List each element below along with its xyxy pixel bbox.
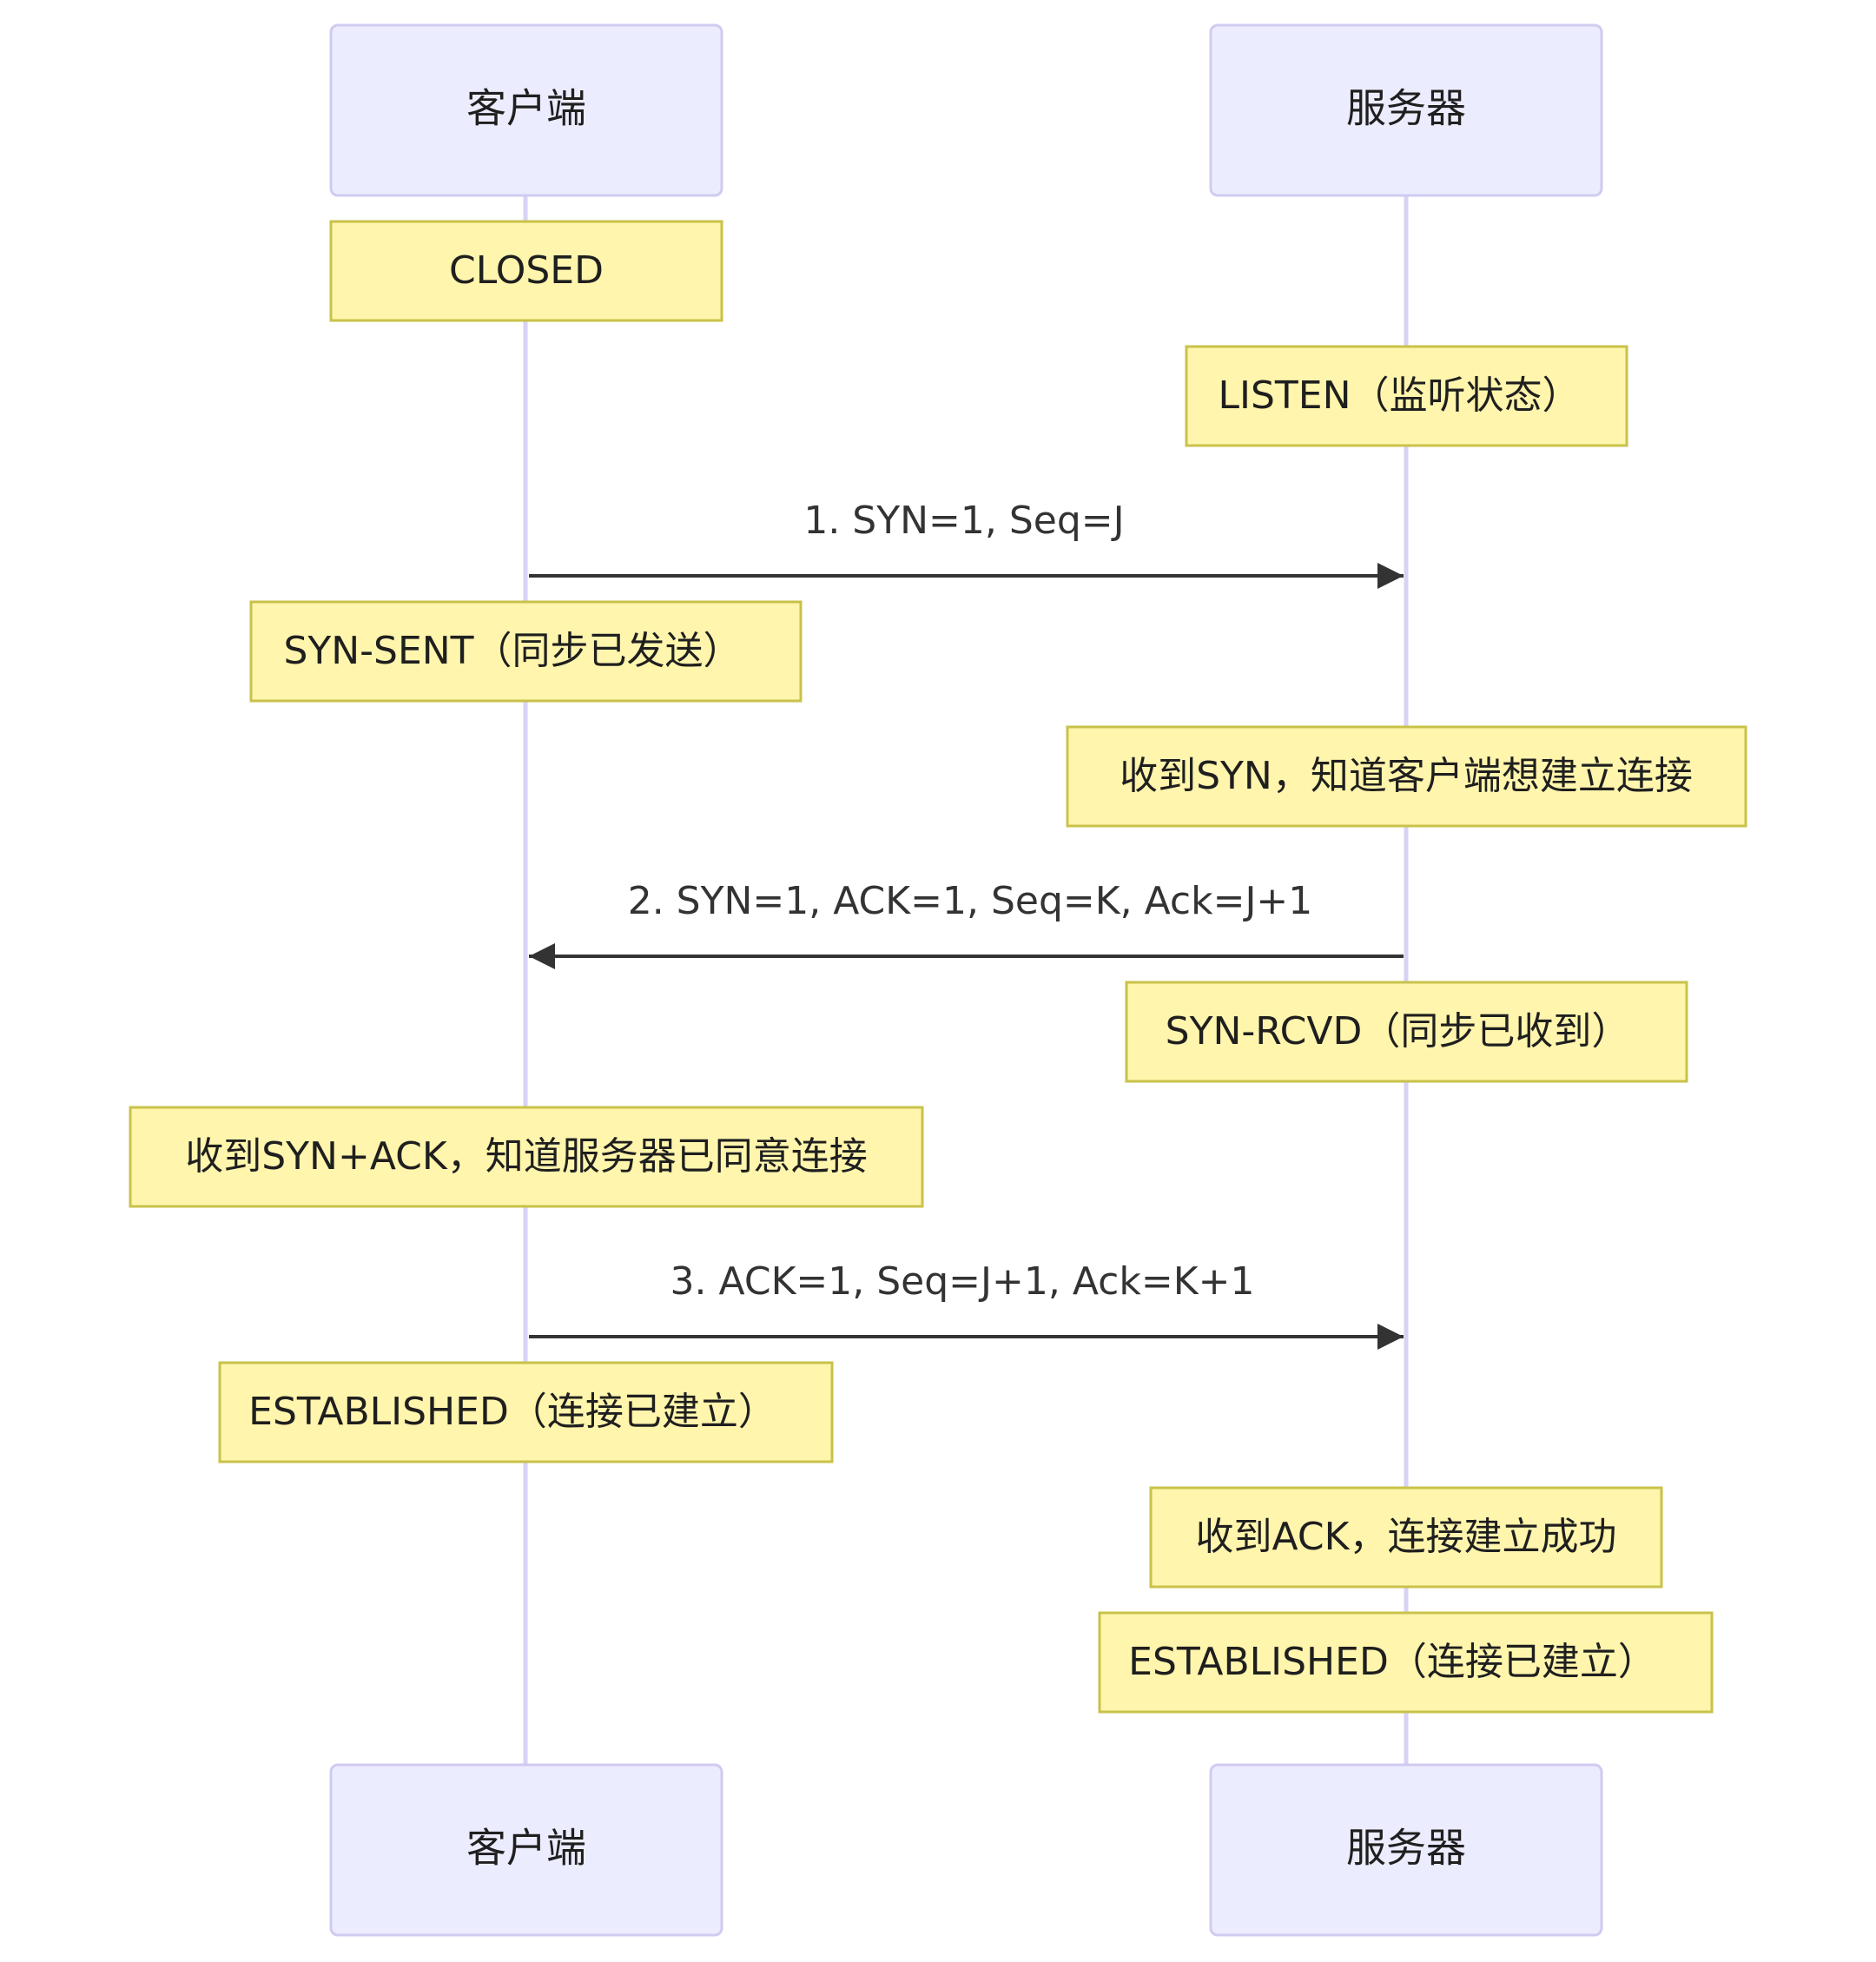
note-client-closed-text: CLOSED	[449, 248, 604, 293]
message-2-label: 2. SYN=1, ACK=1, Seq=K, Ack=J+1	[628, 879, 1313, 923]
client-actor-bottom-label: 客户端	[466, 1825, 586, 1872]
note-client-recv-synack: 收到SYN+ACK，知道服务器已同意连接	[129, 1106, 924, 1208]
message-3: 3. ACK=1, Seq=J+1, Ack=K+1	[529, 1259, 1404, 1350]
note-client-syn-sent-text: SYN-SENT（同步已发送）	[283, 629, 741, 673]
note-server-established-text: ESTABLISHED（连接已建立）	[1128, 1640, 1656, 1684]
note-server-established: ESTABLISHED（连接已建立）	[1098, 1611, 1714, 1714]
note-server-recv-syn: 收到SYN，知道客户端想建立连接	[1066, 725, 1747, 828]
server-actor-bottom-label: 服务器	[1346, 1825, 1466, 1872]
server-actor-top-label: 服务器	[1346, 85, 1466, 132]
note-server-recv-ack: 收到ACK，连接建立成功	[1149, 1486, 1663, 1589]
message-1: 1. SYN=1, Seq=J	[529, 499, 1404, 589]
note-server-listen: LISTEN（监听状态）	[1185, 345, 1628, 447]
message-2: 2. SYN=1, ACK=1, Seq=K, Ack=J+1	[529, 879, 1404, 969]
note-server-syn-rcvd: SYN-RCVD（同步已收到）	[1125, 981, 1688, 1083]
note-server-recv-syn-text: 收到SYN，知道客户端想建立连接	[1120, 754, 1693, 798]
note-server-recv-ack-text: 收到ACK，连接建立成功	[1196, 1515, 1617, 1559]
note-server-syn-rcvd-text: SYN-RCVD（同步已收到）	[1166, 1009, 1630, 1054]
note-client-syn-sent: SYN-SENT（同步已发送）	[249, 600, 803, 703]
note-client-recv-synack-text: 收到SYN+ACK，知道服务器已同意连接	[185, 1134, 868, 1179]
note-server-listen-text: LISTEN（监听状态）	[1218, 373, 1580, 418]
client-actor-top: 客户端	[329, 23, 723, 197]
message-1-label: 1. SYN=1, Seq=J	[803, 499, 1124, 543]
client-actor-bottom: 客户端	[329, 1763, 723, 1937]
note-client-closed: CLOSED	[329, 220, 723, 322]
client-actor-top-label: 客户端	[466, 85, 586, 132]
note-client-established: ESTABLISHED（连接已建立）	[218, 1361, 834, 1463]
message-3-label: 3. ACK=1, Seq=J+1, Ack=K+1	[670, 1259, 1255, 1304]
note-client-established-text: ESTABLISHED（连接已建立）	[248, 1390, 776, 1434]
server-actor-bottom: 服务器	[1209, 1763, 1603, 1937]
server-actor-top: 服务器	[1209, 23, 1603, 197]
